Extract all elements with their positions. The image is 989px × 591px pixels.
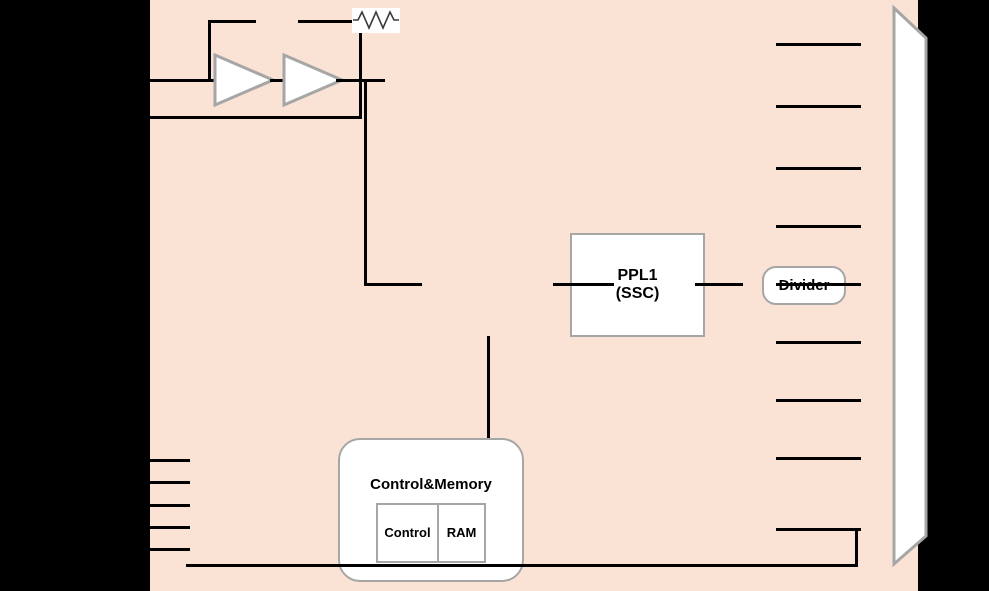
control-cell: Control [376,503,438,563]
wire-feedback-bottom [268,116,362,119]
clock-distribution-bus [876,4,928,568]
wire-bus-to-out-5 [776,283,861,286]
wire-bus-to-out-4 [776,225,861,228]
wire-control-pin-2 [150,481,190,484]
wire-pll-to-control [487,336,490,506]
pll-label-line1: PPL1 [617,266,658,284]
wire-bus-to-out-3 [776,167,861,170]
wire-to-pll-input [364,283,422,286]
wire-bus-to-out-1 [776,43,861,46]
control-memory-cells: Control RAM [376,503,486,563]
die-area: PPL1 (SSC) Divider Control&Memory Contro… [150,0,928,591]
wire-pll-to-divider [553,283,614,286]
wire-bus-to-out-9 [776,528,861,531]
wire-xtal-out [150,116,268,119]
wire-divider-to-bus [695,283,743,286]
control-memory-title: Control&Memory [370,476,492,493]
wire-bus-to-out-7 [776,399,861,402]
wire-bottom-rail [186,564,858,567]
wire-control-pin-5 [150,548,190,551]
wire-feedback-right-riser [359,20,362,118]
wire-bus-to-out-8 [776,457,861,460]
wire-control-pin-1 [150,459,190,462]
wire-xtal-in [150,79,250,82]
ram-cell: RAM [438,503,486,563]
wire-buffer-down [364,79,367,284]
wire-feedback-left-riser [208,21,211,81]
wire-feedback-top-left [208,20,256,23]
wire-bus-to-out-2 [776,105,861,108]
wire-bottom-rail-riser [855,528,858,567]
oscillator-amplifier-icon [213,52,277,108]
wire-control-pin-4 [150,526,190,529]
wire-feedback-top-right [298,20,362,23]
wire-bus-to-out-6 [776,341,861,344]
wire-buffer-out [336,79,366,82]
resistor-icon [352,8,400,33]
pll-label-line2: (SSC) [615,285,660,302]
control-memory-block: Control&Memory Control RAM [338,438,524,582]
wire-control-pin-3 [150,504,190,507]
buffer-amplifier-icon [282,52,346,108]
